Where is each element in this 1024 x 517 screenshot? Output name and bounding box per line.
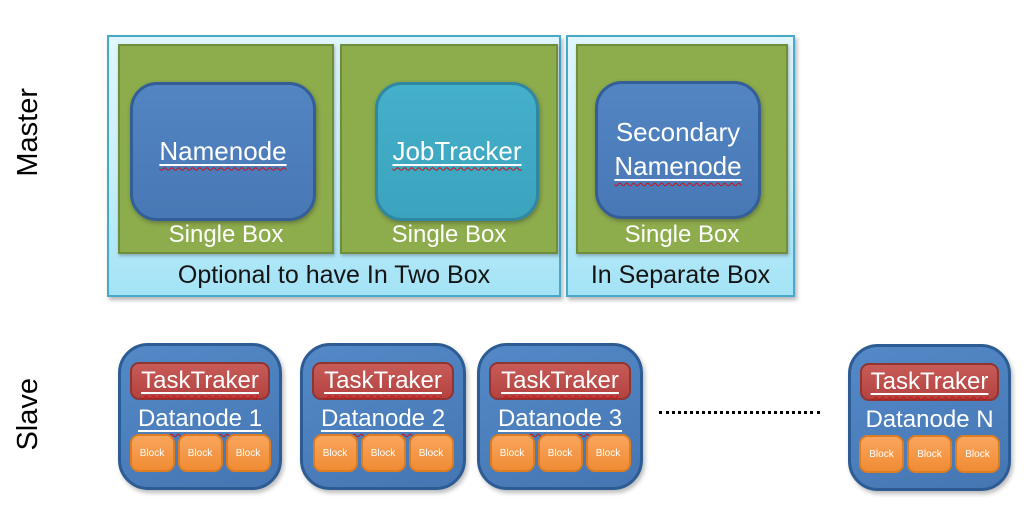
block-box: Block — [585, 434, 631, 472]
block-label: Block — [139, 447, 165, 459]
block-label: Block — [547, 447, 573, 459]
block-label: Block — [965, 448, 990, 460]
tasktracker-box-n: TaskTraker — [860, 363, 999, 401]
datanode-1-label: Datanode 1 — [137, 405, 263, 432]
datanode-2-label: Datanode 2 — [320, 405, 446, 432]
datanode-2-label-wrap: Datanode 2 — [303, 405, 463, 433]
tasktracker-label-n: TaskTraker — [870, 368, 989, 395]
slave-section-label: Slave — [12, 378, 44, 451]
two-box-caption: Optional to have In Two Box — [177, 261, 491, 289]
jobtracker-underline: JobTracker — [392, 135, 521, 169]
block-box: Block — [408, 434, 454, 472]
block-label: Block — [869, 448, 894, 460]
namenode-box: Namenode — [130, 82, 316, 221]
datanode-3-label: Datanode 3 — [497, 405, 623, 432]
block-label: Block — [235, 447, 261, 459]
single-box-caption-1: Single Box — [168, 221, 284, 248]
tasktracker-box-1: TaskTraker — [130, 362, 270, 400]
continuation-dots-icon — [659, 411, 820, 414]
tasktracker-box-2: TaskTraker — [312, 362, 454, 400]
block-label: Block — [499, 447, 525, 459]
block-box: Block — [489, 434, 535, 472]
datanode-3-label-wrap: Datanode 3 — [480, 405, 640, 433]
block-box: Block — [537, 434, 583, 472]
master-separate-box-container: Secondary Namenode Single Box In Separat… — [566, 35, 795, 297]
tasktracker-label-1: TaskTraker — [141, 367, 259, 394]
block-box: Block — [177, 434, 223, 472]
datanode-3-box: TaskTraker Datanode 3 Block Block Block — [477, 343, 643, 490]
tasktracker-underline-n: TaskTraker — [871, 368, 989, 396]
secondary-namenode-underline: Namenode — [614, 151, 741, 181]
block-box: Block — [360, 434, 406, 472]
tasktracker-underline-2: TaskTraker — [324, 367, 442, 395]
datanode-n-blocks-row: Block Block Block — [851, 435, 1008, 473]
datanode-2-box: TaskTraker Datanode 2 Block Block Block — [300, 343, 466, 490]
block-box: Block — [859, 435, 904, 473]
separate-box-caption: In Separate Box — [590, 261, 771, 289]
secondary-namenode-line2: Namenode — [614, 151, 742, 181]
datanode-n-label: Datanode N — [865, 406, 994, 433]
single-box-jobtracker: JobTracker Single Box — [340, 44, 558, 254]
block-box: Block — [907, 435, 952, 473]
block-label: Block — [370, 447, 396, 459]
single-box-namenode: Namenode Single Box — [118, 44, 334, 254]
block-label: Block — [187, 447, 213, 459]
secondary-namenode-line2-wrap: Namenode — [614, 150, 741, 184]
single-box-caption-3: Single Box — [624, 221, 740, 248]
block-label: Block — [418, 447, 444, 459]
block-box: Block — [225, 434, 271, 472]
jobtracker-box: JobTracker — [375, 82, 539, 221]
datanode-2-underline: Datanode 2 — [321, 405, 445, 432]
tasktracker-label-2: TaskTraker — [324, 367, 442, 394]
block-label: Block — [322, 447, 348, 459]
tasktracker-box-3: TaskTraker — [489, 362, 631, 400]
namenode-underline: Namenode — [159, 135, 286, 169]
block-label: Block — [917, 448, 942, 460]
tasktracker-underline-3: TaskTraker — [501, 367, 619, 395]
datanode-1-underline: Datanode 1 — [138, 405, 262, 432]
jobtracker-label: JobTracker — [392, 135, 522, 166]
datanode-3-blocks-row: Block Block Block — [480, 434, 640, 472]
secondary-namenode-line1: Secondary — [615, 117, 741, 148]
datanode-1-label-wrap: Datanode 1 — [121, 405, 279, 433]
datanode-3-underline: Datanode 3 — [498, 405, 622, 432]
secondary-namenode-box: Secondary Namenode — [595, 81, 761, 219]
block-box: Block — [955, 435, 1000, 473]
master-two-box-container: Namenode Single Box JobTracker Single Bo… — [107, 35, 561, 297]
namenode-label: Namenode — [159, 135, 287, 166]
block-box: Block — [129, 434, 175, 472]
datanode-2-blocks-row: Block Block Block — [303, 434, 463, 472]
datanode-n-box: TaskTraker Datanode N Block Block Block — [848, 344, 1011, 491]
tasktracker-label-3: TaskTraker — [501, 367, 619, 394]
single-box-secondary-namenode: Secondary Namenode Single Box — [576, 44, 788, 254]
single-box-caption-2: Single Box — [391, 221, 507, 248]
block-label: Block — [595, 447, 621, 459]
tasktracker-underline-1: TaskTraker — [141, 367, 259, 395]
datanode-1-blocks-row: Block Block Block — [121, 434, 279, 472]
datanode-1-box: TaskTraker Datanode 1 Block Block Block — [118, 343, 282, 490]
datanode-n-label-wrap: Datanode N — [851, 406, 1008, 434]
block-box: Block — [312, 434, 358, 472]
master-section-label: Master — [12, 88, 44, 177]
